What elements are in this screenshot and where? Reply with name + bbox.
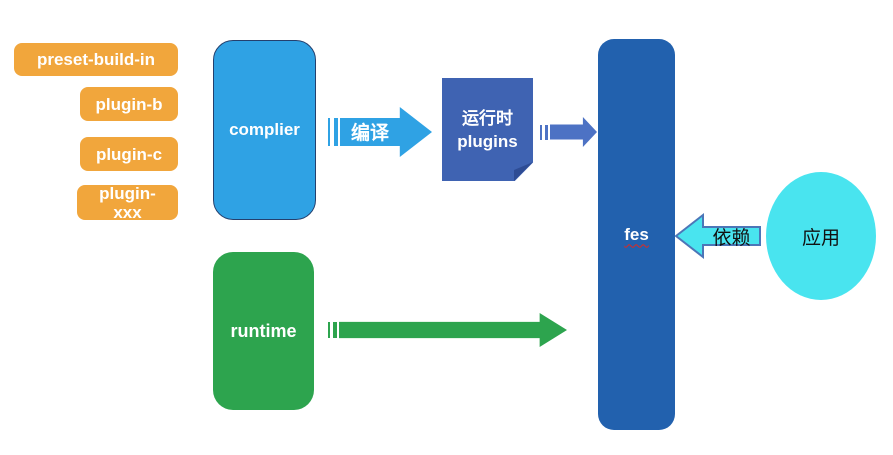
node-label: plugin-c [95, 144, 163, 164]
node-label: plugin- xxx [99, 183, 156, 222]
node-label: plugin-b [95, 94, 163, 114]
arrow-plugins-to-fes-icon [540, 117, 597, 147]
stripe-bar [333, 321, 337, 339]
node-label: runtime [230, 320, 297, 341]
left-arrow-shape [674, 212, 761, 260]
stripe-bar [540, 124, 542, 140]
stripe-bar [334, 118, 338, 146]
node-plugin-xxx: plugin- xxx [77, 183, 178, 222]
arrow-label: 依赖 [712, 227, 751, 249]
node-label: 运行时 plugins [457, 108, 518, 151]
arrow-runtime-to-fes-icon [328, 313, 567, 347]
node-label: complier [229, 120, 300, 139]
arrow-label: 编译 [350, 122, 389, 144]
stripe-bar [545, 124, 548, 140]
stripe-bar [328, 321, 330, 339]
node-complier: complier [213, 40, 316, 220]
node-plugin-c: plugin-c [80, 137, 178, 171]
node-preset-build-in: preset-build-in [14, 43, 178, 76]
node-label: fes [624, 224, 649, 244]
folded-corner-icon [514, 162, 533, 181]
node-fes: fes [598, 39, 675, 430]
stripe-bar [328, 118, 330, 146]
node-label: 应用 [801, 227, 840, 249]
node-plugin-b: plugin-b [80, 87, 178, 121]
node-label: preset-build-in [36, 50, 156, 69]
arrow-compile-icon: 编译 [328, 107, 432, 157]
arrow-shaft [550, 117, 597, 147]
arrow-shaft [339, 313, 567, 347]
arrow-depends-icon: 依赖 [674, 212, 762, 260]
node-app: 应用 [766, 172, 876, 300]
node-runtime-plugins: 运行时 plugins [442, 78, 533, 181]
node-runtime: runtime [213, 252, 314, 410]
